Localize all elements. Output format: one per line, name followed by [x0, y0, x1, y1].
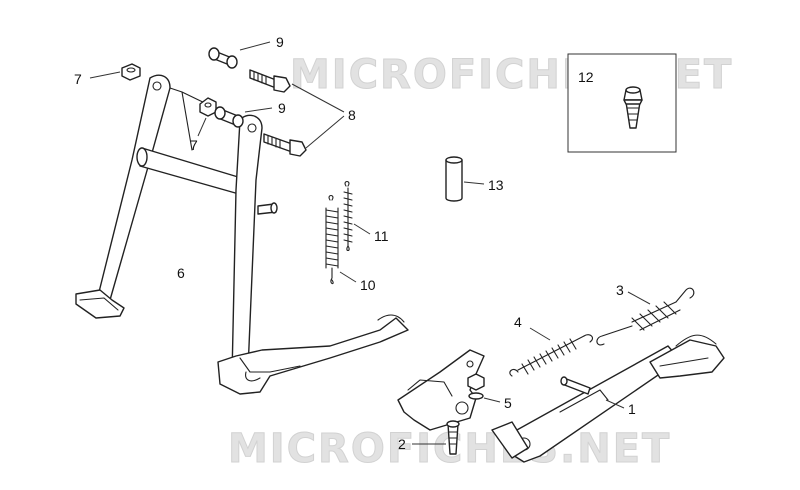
label-9-upper: 9: [276, 34, 284, 50]
spring-side-small[interactable]: [509, 334, 593, 377]
nut-side-stand[interactable]: [467, 373, 485, 400]
nut-lower[interactable]: [199, 97, 217, 117]
label-5: 5: [504, 395, 512, 411]
side-stand-bracket[interactable]: [397, 349, 485, 431]
spring-side-large[interactable]: [596, 287, 695, 346]
spring-long[interactable]: [343, 180, 353, 252]
label-1: 1: [628, 401, 636, 417]
side-stand[interactable]: [491, 334, 725, 463]
side-stand-bolt[interactable]: [446, 420, 460, 455]
spacer-upper[interactable]: [208, 47, 238, 69]
label-13: 13: [488, 177, 504, 193]
spring-short[interactable]: [325, 194, 339, 285]
label-11: 11: [374, 228, 389, 244]
label-7-upper: 7: [74, 71, 82, 87]
label-12: 12: [578, 69, 594, 85]
bolt-upper[interactable]: [249, 69, 291, 93]
center-stand[interactable]: [75, 74, 409, 395]
label-3: 3: [616, 282, 624, 298]
label-4: 4: [514, 314, 522, 330]
stud-bolt[interactable]: [623, 86, 643, 129]
nut-upper[interactable]: [121, 63, 141, 81]
label-7-lower: 7: [190, 137, 198, 153]
bolt-lower[interactable]: [263, 133, 307, 157]
label-8: 8: [348, 107, 356, 123]
label-9-lower: 9: [278, 100, 286, 116]
inset-box: [567, 53, 677, 153]
label-2: 2: [398, 436, 406, 452]
label-6: 6: [177, 265, 185, 281]
tube[interactable]: [445, 156, 463, 202]
spacer-lower[interactable]: [214, 106, 244, 128]
label-10: 10: [360, 277, 376, 293]
